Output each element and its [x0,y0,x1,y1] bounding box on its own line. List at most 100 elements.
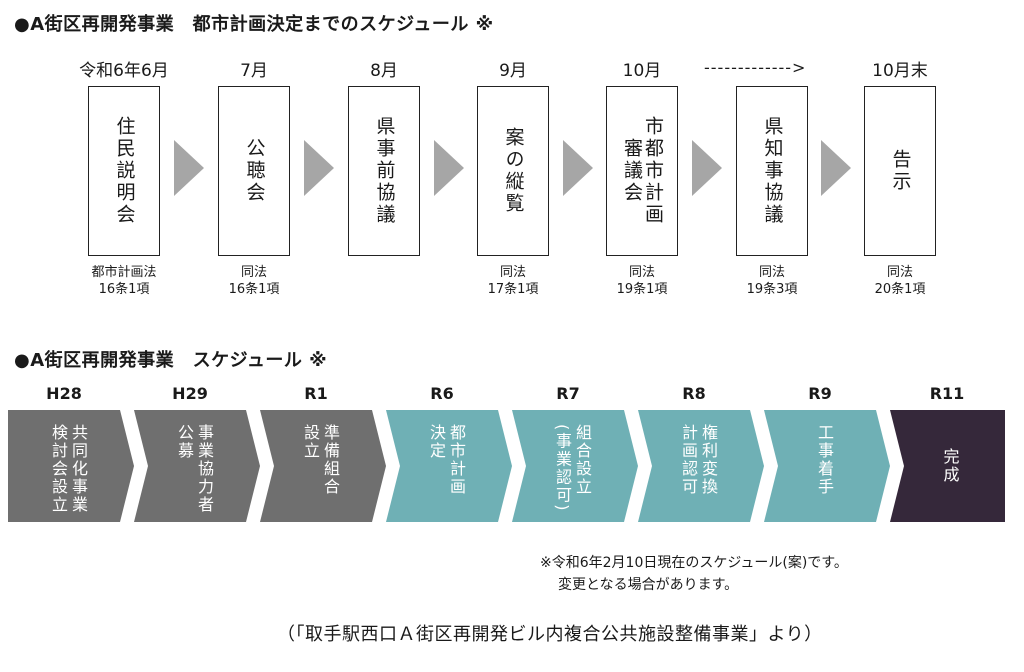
phase-chevron: 組合設立(事業認可) [512,410,638,522]
phase-label-line: 準備組合 [321,424,340,496]
law-line [329,281,439,298]
phase-label-line: 権利変換 [699,424,718,496]
phase-label-line: 公募 [175,424,194,460]
phase-year: R6 [430,384,454,403]
chevron-shape [134,410,260,522]
phase-label-line: 都市計画 [447,424,466,496]
phase-label-line: 共同化事業 [69,424,88,514]
law-line: 同法 [886,265,913,280]
note-line-1: ※令和6年2月10日現在のスケジュール(案)です。 [540,555,848,571]
phase-chevron: 準備組合設立 [260,410,386,522]
schedule-note: ※令和6年2月10日現在のスケジュール(案)です。 変更となる場合があります。 [540,552,848,596]
phase-year: R1 [304,384,328,403]
law-line: 19条3項 [746,282,798,297]
step-label: 審議会 [621,138,643,204]
step-box: 案の縦覧 [477,86,549,256]
dashed-arrow: -------------> [704,58,807,77]
step-label: 県知事協議 [761,116,784,226]
schedule-heading-project: ●A街区再開発事業 スケジュール ※ [14,350,328,371]
law-line: 16条1項 [98,282,150,297]
phase-chevron: 共同化事業検討会設立 [8,410,134,522]
phase-chevron: 都市計画決定 [386,410,512,522]
step-arrow [821,140,851,196]
law-line: 同法 [499,265,526,280]
chevron-shape [764,410,890,522]
phase-label: 準備組合設立 [260,410,380,522]
step-box: 市都市計画審議会 [606,86,678,256]
source-citation: （「取手駅西口Ａ街区再開発ビル内複合公共施設整備事業」より） [277,624,823,645]
step-month: 10月末 [872,61,928,81]
phase-year: R8 [682,384,706,403]
step-label: 県事前協議 [373,116,396,226]
step-arrow [174,140,204,196]
phase-year: H29 [172,384,208,403]
phase-label: 事業協力者公募 [134,410,254,522]
step-label: 案の縦覧 [502,127,525,215]
step-box: 住民説明会 [88,86,160,256]
phase-label-line: 工事着手 [815,424,834,496]
step-box: 県事前協議 [348,86,420,256]
step-law-reference: 同法 19条1項 [587,264,697,298]
phase-year: R11 [929,384,965,403]
law-line: 同法 [240,265,267,280]
step-law-reference: 同法 17条1項 [458,264,568,298]
law-line: 20条1項 [874,282,926,297]
law-line: 同法 [758,265,785,280]
phase-label-line: 組合設立 [573,424,592,496]
schedule-heading-city-planning: ●A街区再開発事業 都市計画決定までのスケジュール ※ [14,14,494,35]
phase-chevron: 権利変換計画認可 [638,410,764,522]
phase-year: H28 [46,384,82,403]
law-line: 19条1項 [616,282,668,297]
step-arrow [562,140,593,196]
phase-chevron: 完成 [890,410,1005,522]
step-arrow [433,140,464,196]
chevron-shape [386,410,512,522]
step-label: 告示 [889,149,912,193]
step-arrow [692,140,722,196]
step-box: 県知事協議 [736,86,808,256]
phase-chevron: 事業協力者公募 [134,410,260,522]
phase-label-line: (事業認可) [553,424,572,513]
law-line: 17条1項 [487,282,539,297]
step-box: 告示 [864,86,936,256]
phase-label: 都市計画決定 [386,410,506,522]
step-label: 市都市計画 [642,116,664,226]
phase-label-line: 決定 [427,424,446,460]
phase-label-line: 事業協力者 [195,424,214,514]
step-month: 9月 [499,61,527,81]
step-box: 公聴会 [218,86,290,256]
law-line: 同法 [628,265,655,280]
phase-label: 工事着手 [764,410,884,522]
phase-label-line: 検討会設立 [49,424,68,514]
step-law-reference: 同法 19条3項 [717,264,827,298]
phase-label-line: 完成 [940,448,960,484]
chevron-shape [512,410,638,522]
step-month: 令和6年6月 [79,61,169,81]
phase-label: 権利変換計画認可 [638,410,758,522]
law-line [329,264,439,281]
note-line-2: 変更となる場合があります。 [558,577,739,593]
law-line: 16条1項 [228,282,280,297]
chevron-shape [8,410,134,522]
step-law-reference [329,264,439,298]
step-month: 7月 [240,61,268,81]
phase-label: 完成 [890,410,1009,522]
step-label: 住民説明会 [113,116,136,226]
phase-label-line: 計画認可 [679,424,698,496]
phase-chevron: 工事着手 [764,410,890,522]
step-arrow [304,140,334,196]
phase-label-line: 設立 [301,424,320,460]
phase-label: 共同化事業検討会設立 [8,410,128,522]
phase-label: 組合設立(事業認可) [512,410,632,522]
chevron-shape [638,410,764,522]
phase-year: R7 [556,384,580,403]
step-law-reference: 同法 16条1項 [199,264,309,298]
chevron-shape [890,410,1005,522]
step-month: 10月 [622,61,662,81]
step-label: 公聴会 [243,138,266,204]
step-month: 8月 [370,61,398,81]
step-law-reference: 都市計画法 16条1項 [69,264,179,298]
law-line: 都市計画法 [91,265,157,280]
chevron-shape [260,410,386,522]
step-law-reference: 同法 20条1項 [845,264,955,298]
